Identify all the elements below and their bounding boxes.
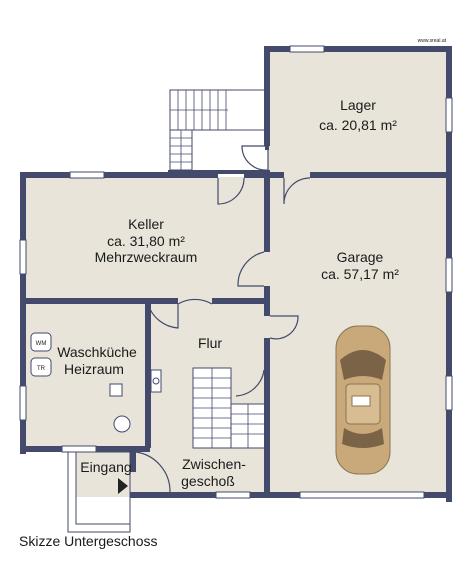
floor-keller — [23, 177, 268, 302]
floor-lager — [268, 52, 448, 177]
entrance-steps — [67, 451, 131, 533]
label-keller-area: ca. 31,80 m² — [107, 233, 185, 249]
dryer-icon — [30, 357, 52, 377]
laundry-fixtures: WM TR — [30, 332, 162, 433]
svg-text:TR: TR — [37, 366, 46, 372]
label-eingang: Eingang — [80, 459, 131, 475]
watermark: www.sreal.at — [418, 38, 447, 44]
room-labels: Lager ca. 20,81 m² Keller ca. 31,80 m² M… — [57, 97, 399, 489]
stairs-upper — [169, 89, 269, 171]
label-flur: Flur — [198, 335, 222, 351]
doors — [135, 145, 311, 493]
stairs-lower — [192, 367, 266, 449]
washing-machine-icon — [30, 332, 52, 352]
sink-icon — [150, 369, 162, 393]
label-zwischengeschoss-2: geschoß — [181, 473, 235, 489]
label-waschkueche: Waschküche — [57, 344, 137, 360]
label-heizraum: Heizraum — [64, 361, 124, 377]
label-zwischengeschoss-1: Zwischen- — [182, 456, 246, 472]
label-garage-area: ca. 57,17 m² — [321, 266, 399, 282]
label-lager-area: ca. 20,81 m² — [319, 117, 397, 133]
windows — [19, 45, 453, 499]
drain-icon — [113, 415, 131, 433]
car-icon — [335, 325, 391, 475]
label-keller: Keller — [128, 216, 164, 232]
label-garage: Garage — [337, 249, 384, 265]
boiler-icon — [109, 383, 123, 397]
label-lager: Lager — [340, 97, 376, 113]
entrance-arrow-icon — [118, 478, 128, 494]
caption: Skizze Untergeschoss — [19, 533, 158, 549]
svg-text:WM: WM — [36, 341, 47, 347]
label-keller-use: Mehrzweckraum — [95, 249, 198, 265]
